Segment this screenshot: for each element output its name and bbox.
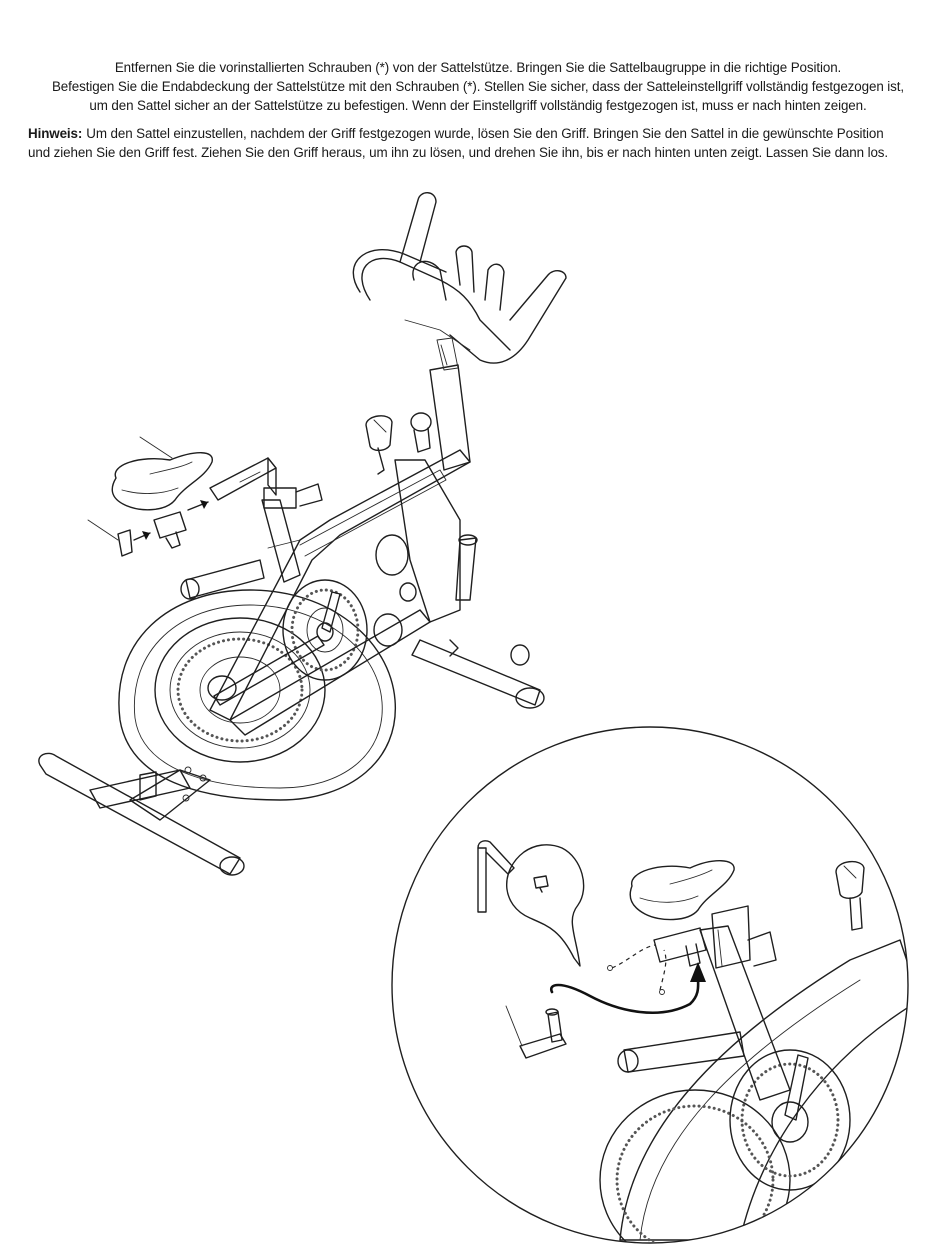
note-label: Hinweis: (28, 126, 83, 141)
note-line-2: und ziehen Sie den Griff fest. Ziehen Si… (28, 145, 889, 160)
seat-post-detail-view (391, 726, 909, 1244)
note-line-1: Hinweis:Um den Sattel einzustellen, nach… (28, 124, 928, 143)
bike-main-view (38, 192, 567, 876)
note-text-1: Um den Sattel einzustellen, nachdem der … (86, 126, 884, 141)
assembly-instructions: Entfernen Sie die vorinstallierten Schra… (28, 58, 928, 115)
instruction-line-1: Entfernen Sie die vorinstallierten Schra… (114, 60, 842, 75)
instruction-line-2: Befestigen Sie die Endabdeckung der Satt… (51, 79, 905, 94)
instruction-line-3: um den Sattel sicher an der Sattelstütze… (89, 98, 867, 113)
note-block: Hinweis:Um den Sattel einzustellen, nach… (28, 124, 928, 162)
